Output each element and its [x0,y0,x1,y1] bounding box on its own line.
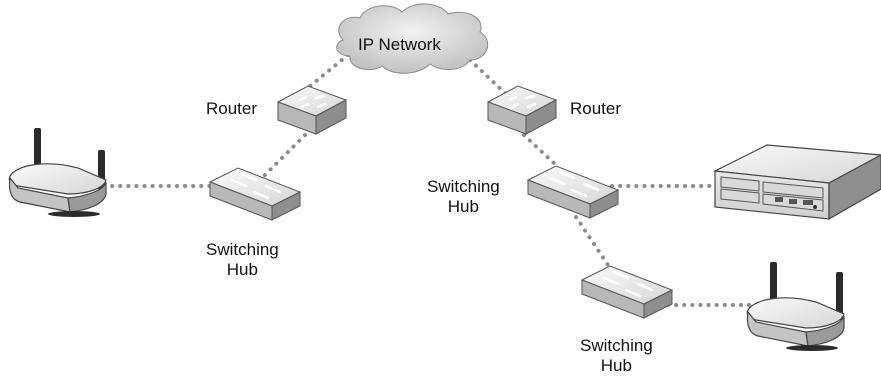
router-icon [486,85,558,135]
link-router-left-hub-left [256,133,307,184]
hub-right-lower-label-line1: Switching [580,336,653,355]
hub-right-lower-label: Switching Hub [580,336,653,376]
router-right-label: Router [570,99,621,119]
router-right-label-text: Router [570,99,622,118]
hub-right-upper-label-line2: Hub [447,197,479,216]
cloud-label: IP Network [358,35,441,55]
link-cloud-router-right [468,58,510,98]
hub-right-upper-label: Switching Hub [427,177,500,217]
link-cloud-router-left [296,53,350,98]
links [102,53,754,307]
router-left-label: Router [206,99,257,119]
switching-hub-icon [526,165,620,219]
hub-right-upper-label-line1: Switching [427,177,500,196]
hub-right-lower-label-line2: Hub [600,356,632,375]
cloud-label-text: IP Network [358,35,441,54]
router-left-label-text: Router [206,99,258,118]
hub-left-label-line1: Switching [206,240,279,259]
switching-hub-icon [208,167,302,221]
router-icon [276,85,348,135]
pbx-server-icon [712,144,881,221]
switching-hub-icon [580,265,674,319]
link-router-right-hub-right-upper [522,133,560,169]
wireless-access-point-icon [746,262,845,351]
hub-left-label-line2: Hub [226,260,258,279]
cloud-icon [336,3,489,74]
wireless-access-point-icon [8,128,107,217]
link-hub-right-upper-hub-right-lower [574,215,612,270]
hub-left-label: Switching Hub [206,240,279,280]
